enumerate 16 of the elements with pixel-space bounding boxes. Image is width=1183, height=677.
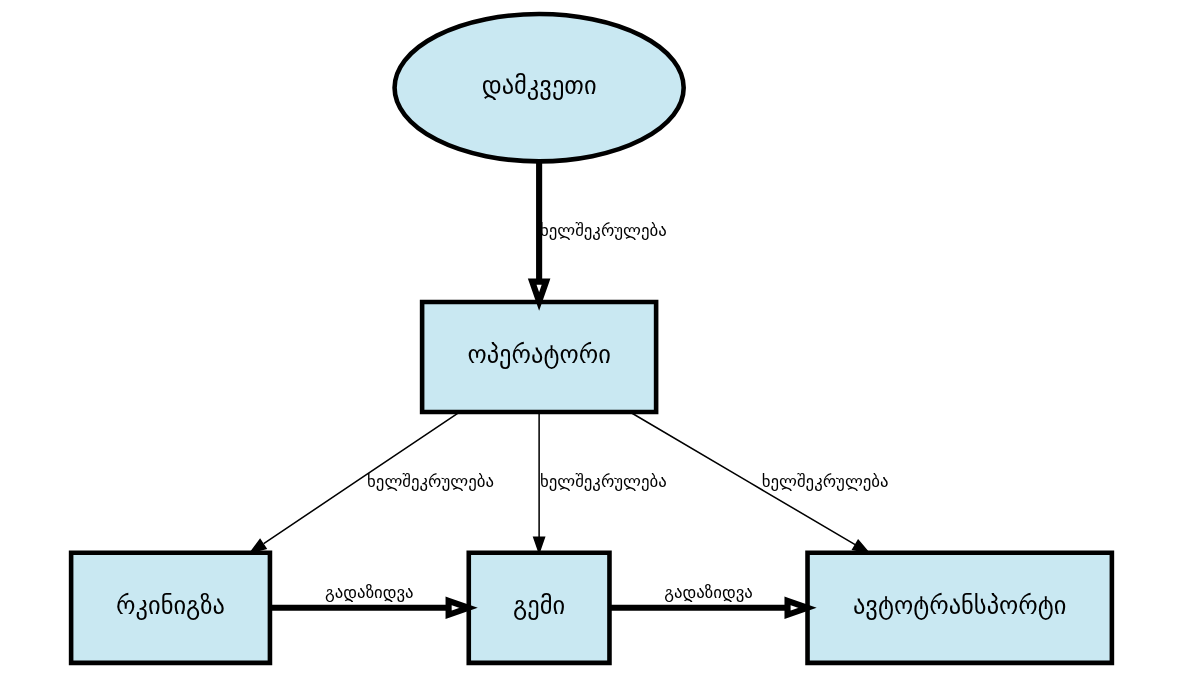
edge-label: გადაზიდვა <box>664 582 753 603</box>
node-box: გემი <box>466 550 612 666</box>
arrow <box>248 411 460 554</box>
edge-label: ხელშეკრულება <box>539 470 667 491</box>
node-box: ავტოტრანსპორტი <box>805 550 1115 666</box>
arrow <box>629 411 871 554</box>
edge-label: ხელშეკრულება <box>539 219 667 240</box>
edge-label: გადაზიდვა <box>325 582 414 603</box>
arrow <box>270 596 478 620</box>
node-box: ოპერატორი <box>419 299 659 415</box>
edge-label: ხელშეკრულება <box>367 470 494 491</box>
arrow <box>527 161 551 311</box>
edge-label: ხელშეკრულება <box>761 470 889 491</box>
node-ellipse: დამკვეთი <box>392 11 686 164</box>
arrow <box>609 596 817 620</box>
node-box: რკინიგზა <box>68 550 273 666</box>
